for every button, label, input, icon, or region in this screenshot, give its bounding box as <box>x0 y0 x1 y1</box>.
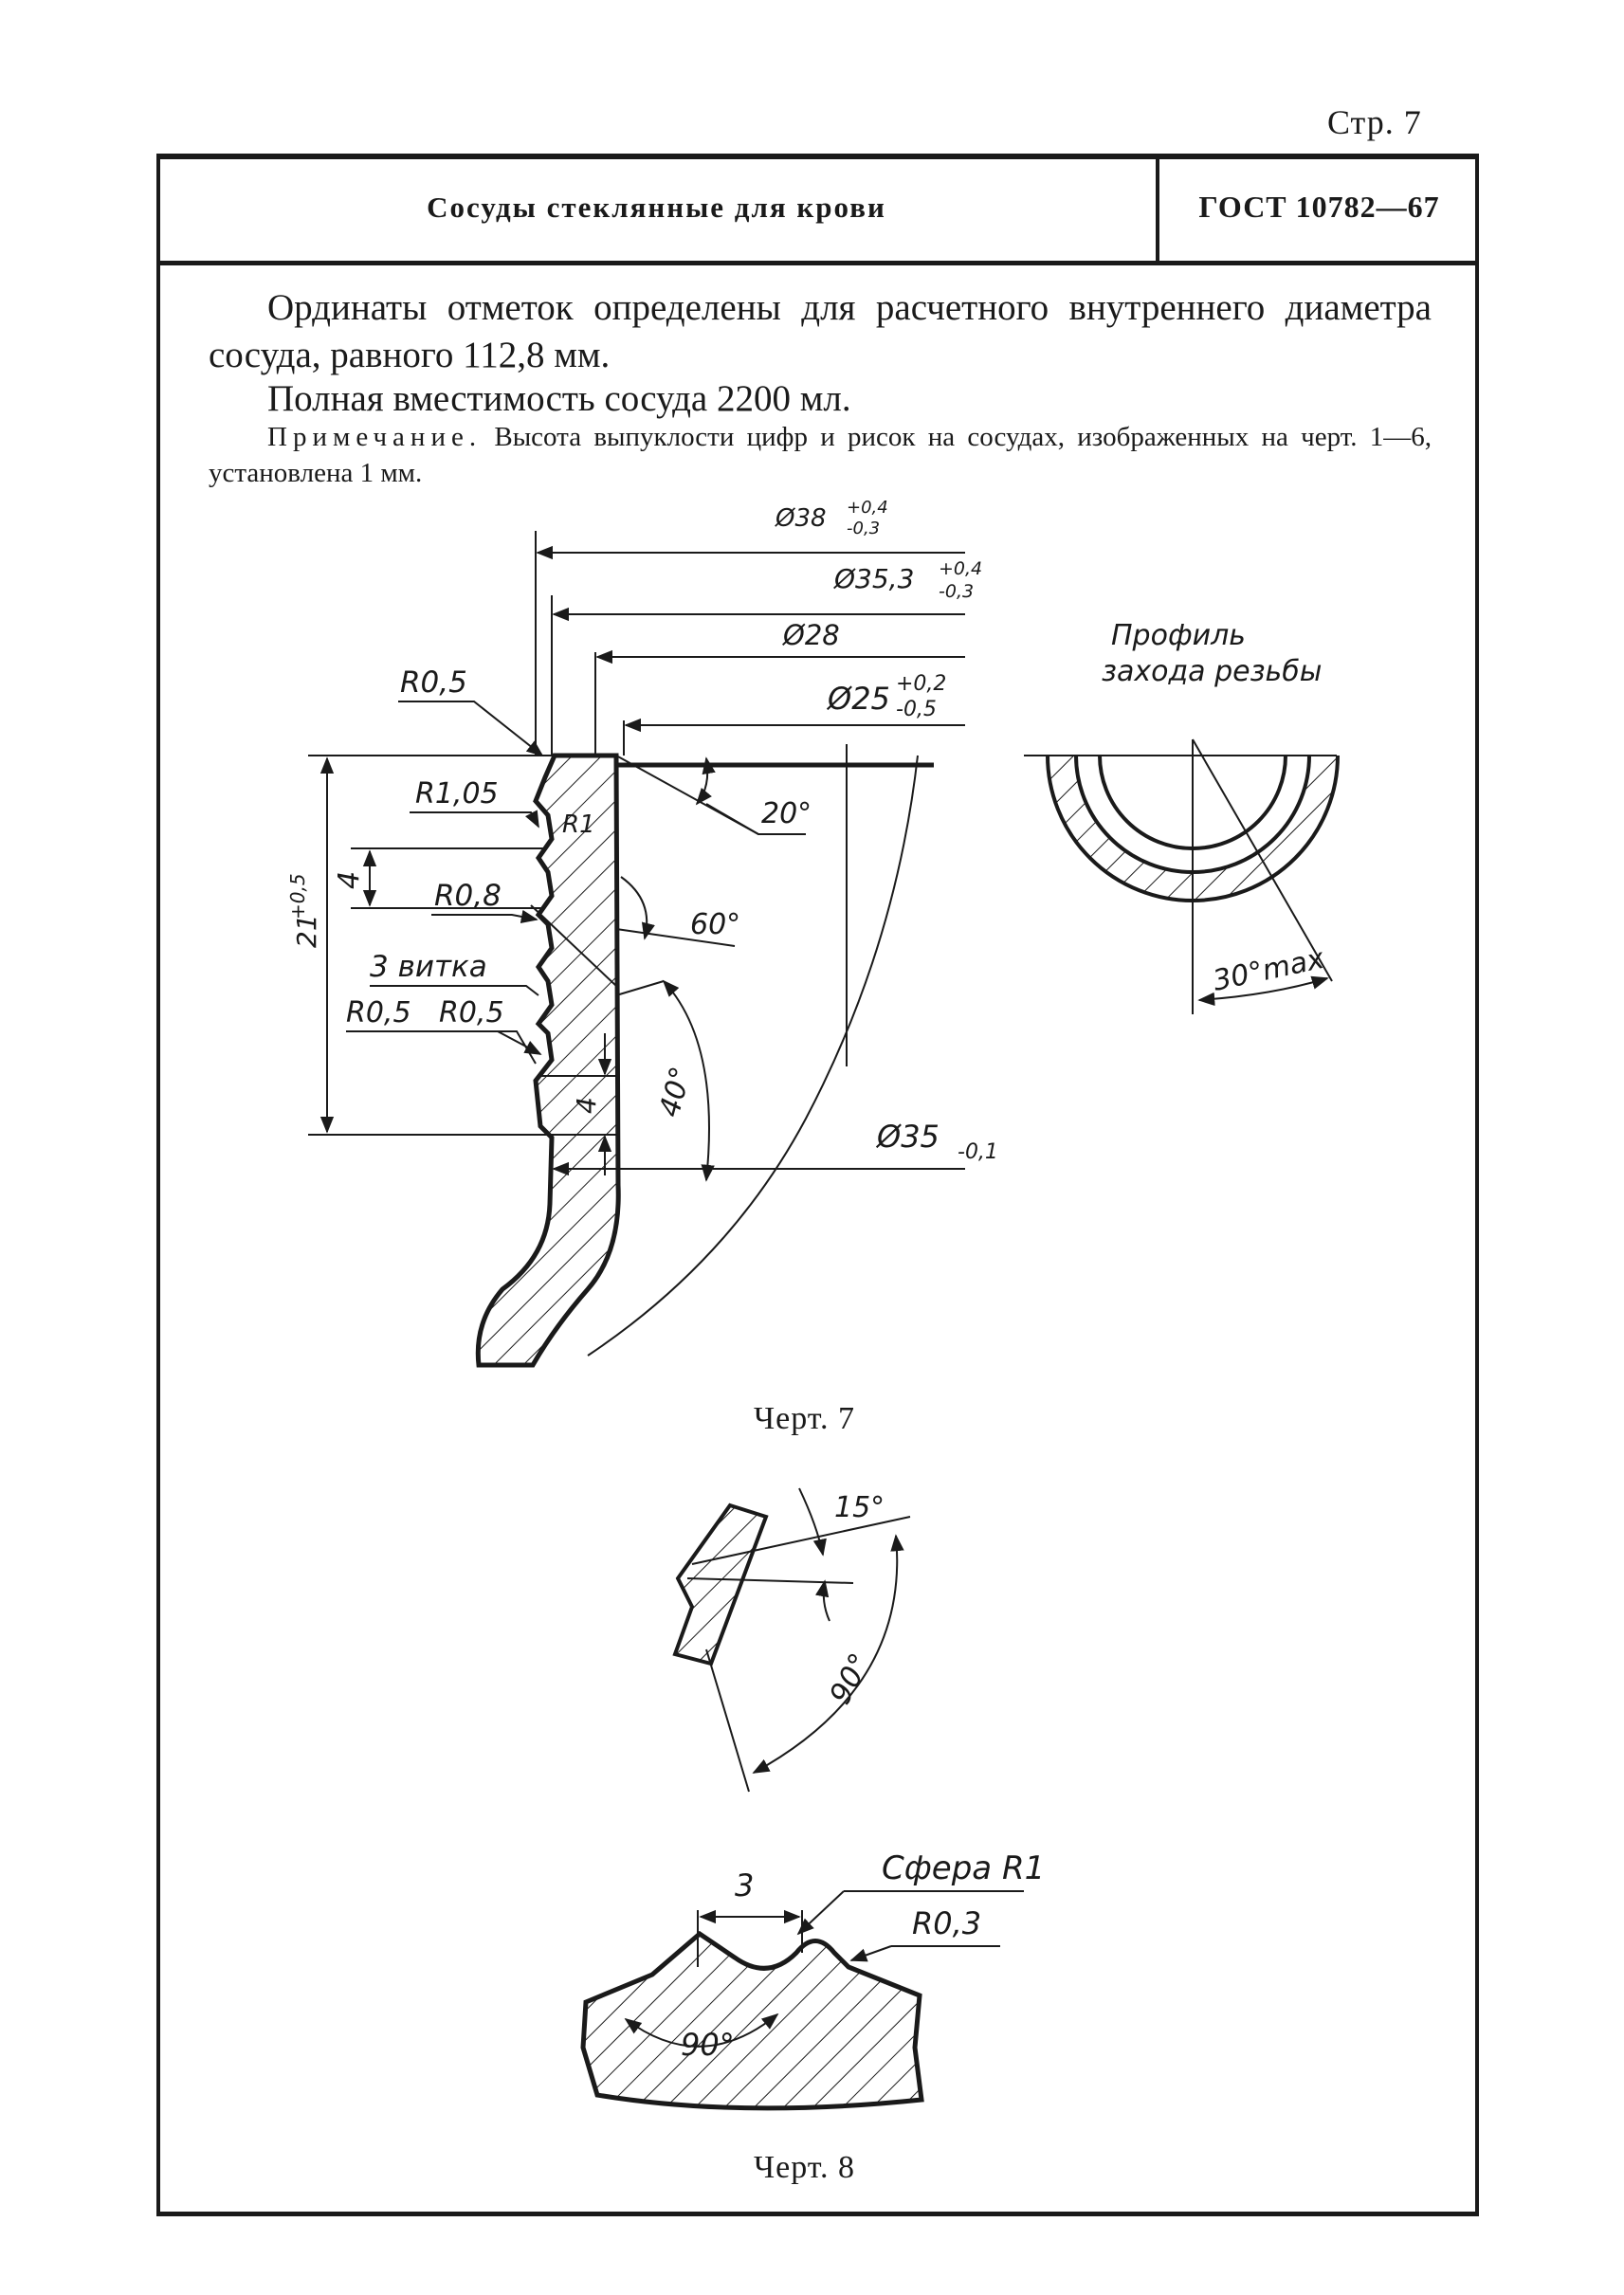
leader-r105 <box>410 810 539 829</box>
note-label: Примечание. <box>267 422 483 452</box>
profile-angle: 30°max <box>1210 942 1326 998</box>
label-r05-top: R0,5 <box>400 665 467 700</box>
profile-title-line2: захода резьбы <box>1102 655 1322 688</box>
leader-r05-top <box>398 701 544 757</box>
arc-40 <box>662 979 715 1182</box>
label-angle-15: 15° <box>834 1491 885 1524</box>
label-angle-60: 60° <box>690 908 740 941</box>
paragraph-capacity: Полная вместимость сосуда 2200 мл. <box>267 378 851 419</box>
label-d25: Ø25 <box>826 681 890 717</box>
standard-number: ГОСТ 10782—67 <box>1198 190 1440 224</box>
page-number: Стр. 7 <box>1327 103 1422 141</box>
label-r03: R0,3 <box>912 1905 981 1941</box>
label-d28: Ø28 <box>782 619 840 651</box>
figure-8-sphere-labels: 3 Сфера R1 R0,3 90° <box>681 1849 1045 2063</box>
arc-90-bottom <box>624 2013 779 2048</box>
label-d35-3: Ø35,3 <box>833 563 914 594</box>
surface-section <box>580 1930 924 2111</box>
label-d38-tol-lower: -0,3 <box>847 519 880 538</box>
figure-8-caption: Черт. 8 <box>754 2150 856 2185</box>
label-pitch-top: 4 <box>333 871 366 889</box>
document-title: Сосуды стеклянные для крови <box>427 190 886 224</box>
label-height: 21 <box>291 914 322 948</box>
paragraph-ordinates: Ординаты отметок определены для расчетно… <box>209 287 1432 375</box>
profile-labels: Профиль захода резьбы 30°max <box>1102 619 1327 998</box>
label-width-3: 3 <box>735 1867 754 1903</box>
leader-r08 <box>431 909 538 924</box>
label-r08: R0,8 <box>434 879 502 913</box>
vessel-outer-curve <box>587 755 919 1357</box>
label-d35-tol: -0,1 <box>958 1140 998 1164</box>
label-d35-3-tol-upper: +0,4 <box>939 558 982 579</box>
label-d25-tol-upper: +0,2 <box>896 672 946 696</box>
leader-r05-a <box>346 1030 542 1055</box>
label-d35-3-tol-lower: -0,3 <box>939 581 974 602</box>
label-r05-a: R0,5 <box>346 996 411 1029</box>
label-d35: Ø35 <box>875 1119 940 1155</box>
label-pitch-bottom: 4 <box>571 1097 602 1114</box>
label-angle-40: 40° <box>653 1064 699 1120</box>
label-angle-20: 20° <box>761 797 812 830</box>
label-turns: 3 витка <box>370 950 487 984</box>
figure-7-caption: Черт. 7 <box>754 1401 856 1436</box>
vessel-wall-section <box>475 753 621 1368</box>
figure-7-thread-profile <box>308 531 965 1368</box>
label-d38-tol-upper: +0,4 <box>847 498 888 518</box>
note: Примечание. Высота выпуклости цифр и рис… <box>209 419 1432 491</box>
arc-60 <box>620 876 655 940</box>
figure-7-labels: Ø38 +0,4 -0,3 Ø35,3 +0,4 -0,3 Ø28 Ø25 +0… <box>286 498 998 1164</box>
figure-8-tilt-detail <box>672 1487 911 1793</box>
label-angle-90-top: 90° <box>823 1648 878 1709</box>
note-body: Высота выпуклости цифр и рисок на сосуда… <box>209 422 1432 488</box>
leader-r03 <box>849 1945 892 1962</box>
label-d38: Ø38 <box>775 504 827 533</box>
header-divider <box>1156 154 1159 261</box>
figure-8-tilt-labels: 15° 90° <box>823 1491 885 1710</box>
label-d25-tol-lower: -0,5 <box>896 698 937 721</box>
label-height-tol: +0,5 <box>286 873 309 920</box>
page-frame <box>156 154 1479 2216</box>
arc-90-top <box>752 1534 904 1774</box>
label-r05-b: R0,5 <box>439 996 504 1029</box>
label-angle-90-bottom: 90° <box>681 2027 735 2063</box>
profile-title-line1: Профиль <box>1111 619 1246 652</box>
label-r105: R1,05 <box>415 777 499 811</box>
glass-fragment <box>672 1503 769 1667</box>
leader-sphere <box>796 1890 845 1936</box>
leader-turns <box>370 985 539 996</box>
thread-entry-profile <box>1024 738 1340 1014</box>
figure-8-sphere-detail <box>580 1890 1024 2111</box>
label-sphere: Сфера R1 <box>882 1849 1045 1887</box>
arc-20 <box>695 756 716 806</box>
leader-r05-b <box>441 1030 537 1065</box>
header-row: Сосуды стеклянные для крови ГОСТ 10782—6… <box>156 154 1479 265</box>
label-r1: R1 <box>562 811 595 839</box>
